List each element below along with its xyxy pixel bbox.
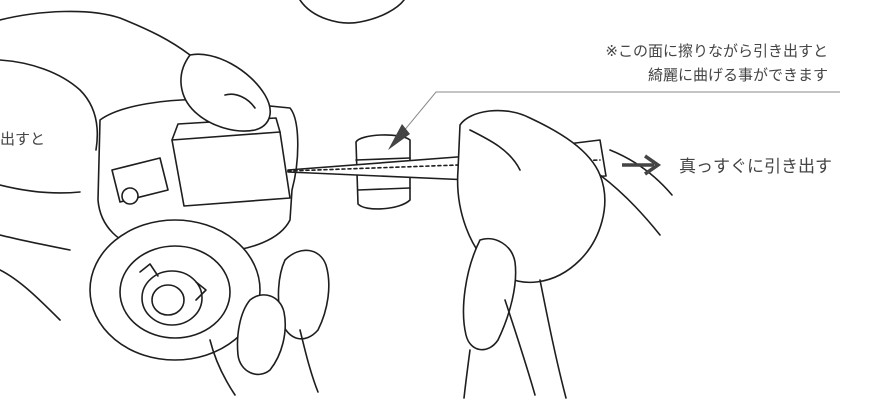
leader-line (397, 91, 840, 139)
magnifier-circle-arc (299, 0, 405, 24)
background-hand (0, 10, 191, 321)
note-line-2: 綺麗に曲げる事ができます (647, 66, 828, 84)
left-thumb (180, 53, 271, 132)
note-line-1: ※この面に擦りながら引き出すと (605, 42, 828, 60)
lower-fingers (209, 249, 330, 396)
pointer-arrow-icon (388, 124, 410, 150)
right-hand (456, 109, 673, 399)
pull-straight-caption: 真っすぐに引き出す (679, 157, 832, 177)
tape-roll (89, 219, 261, 361)
dispenser-body (97, 98, 299, 253)
left-partial-caption: 出すと (0, 130, 46, 148)
right-arrow-icon (622, 154, 662, 176)
